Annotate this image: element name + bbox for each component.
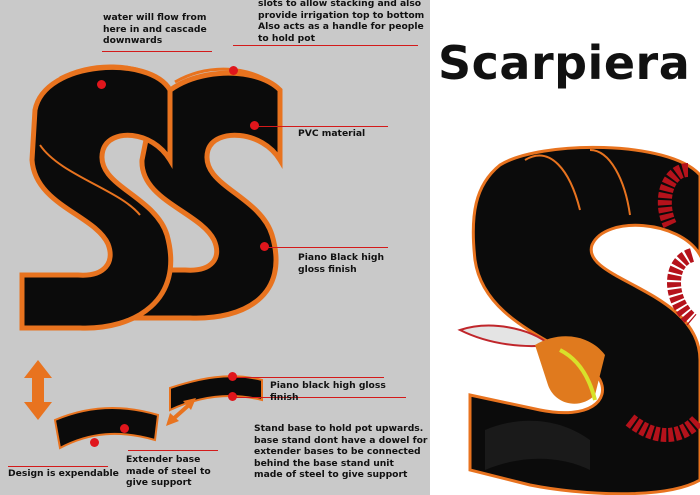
product-render-image bbox=[457, 145, 700, 495]
render-plant bbox=[457, 324, 605, 404]
product-render-panel: Scarpiera bbox=[430, 0, 700, 495]
water-leader-line bbox=[102, 51, 212, 52]
extender-leader-line bbox=[128, 450, 218, 451]
slots-leader-line bbox=[233, 45, 418, 46]
expandable-leader-line bbox=[8, 466, 108, 467]
piano-low-callout-dot bbox=[228, 372, 237, 381]
extender-base-piece bbox=[53, 407, 160, 450]
annotation-piano-black-gloss-base: Piano black high gloss finish bbox=[270, 380, 386, 403]
s-module-front bbox=[19, 64, 174, 331]
pvc-callout-dot bbox=[250, 121, 259, 130]
annotation-stacking-slots: slots to allow stacking and also provide… bbox=[258, 0, 425, 44]
annotation-extender-base: Extender base made of steel to give supp… bbox=[126, 454, 211, 488]
render-red-slots bbox=[625, 163, 700, 442]
product-title: Scarpiera bbox=[438, 36, 691, 90]
annotation-stand-base: Stand base to hold pot upwards. base sta… bbox=[254, 423, 428, 480]
piano-high-leader-line bbox=[268, 247, 388, 248]
expandable-callout-dot bbox=[90, 438, 99, 447]
render-base bbox=[485, 420, 590, 470]
annotation-water-flow: water will flow from here in and cascade… bbox=[103, 12, 207, 46]
extender-callout-dot bbox=[120, 424, 129, 433]
diagonal-double-arrow-icon bbox=[166, 398, 196, 426]
stand-leader-line bbox=[236, 397, 406, 398]
stand-base-piece bbox=[169, 375, 263, 412]
annotation-piano-black-high-gloss: Piano Black high gloss finish bbox=[298, 252, 385, 275]
piano-high-callout-dot bbox=[260, 242, 269, 251]
vertical-double-arrow-icon bbox=[24, 360, 52, 420]
annotation-pvc-material: PVC material bbox=[298, 128, 366, 139]
stand-callout-dot bbox=[228, 392, 237, 401]
piano-low-leader-line bbox=[236, 377, 384, 378]
exploded-product-drawing bbox=[19, 64, 283, 450]
slots-callout-dot bbox=[229, 66, 238, 75]
annotation-design-expandable: Design is expendable bbox=[8, 468, 119, 479]
design-sheet-panel: water will flow from here in and cascade… bbox=[0, 0, 430, 495]
pvc-leader-line bbox=[258, 126, 388, 127]
water-callout-dot bbox=[97, 80, 106, 89]
